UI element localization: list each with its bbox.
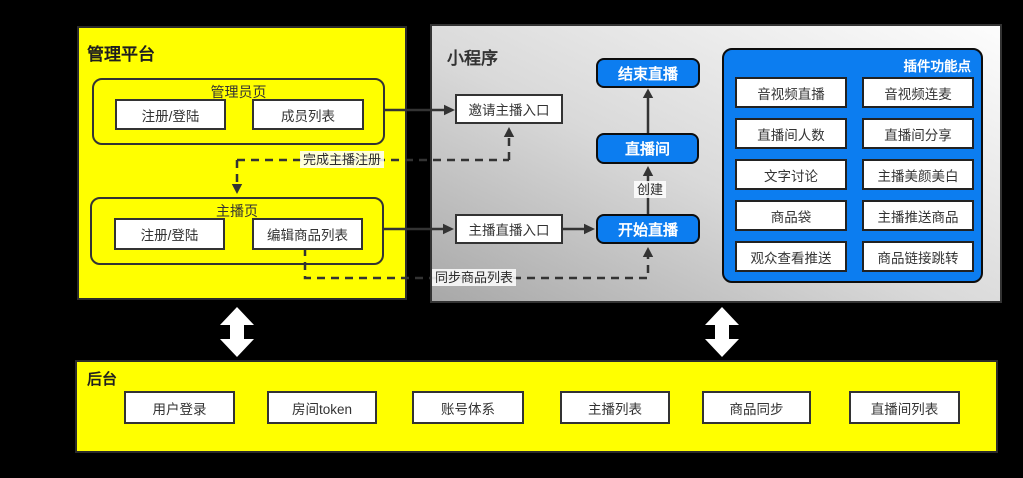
plugin-beauty-node: 主播美颜美白 — [862, 159, 974, 190]
plugin-room-share-node: 直播间分享 — [862, 118, 974, 149]
plugin-push-goods-node: 主播推送商品 — [862, 200, 974, 231]
plugin-goods-bag-node: 商品袋 — [735, 200, 847, 231]
account-system-node: 账号体系 — [412, 391, 524, 424]
edge-label-sync-products: 同步商品列表 — [432, 269, 517, 286]
end-live-node: 结束直播 — [596, 58, 700, 88]
user-login-node: 用户登录 — [124, 391, 235, 424]
edge-label-create: 创建 — [634, 181, 667, 198]
plugin-text-chat-node: 文字讨论 — [735, 159, 847, 190]
room-token-node: 房间token — [267, 391, 377, 424]
plugin-room-count-node: 直播间人数 — [735, 118, 847, 149]
plugin-features-title: 插件功能点 — [903, 59, 972, 74]
plugin-av-live-node: 音视频直播 — [735, 77, 847, 108]
admin-register-login-node: 注册/登陆 — [115, 99, 226, 130]
plugin-features-panel: 插件功能点 音视频直播 音视频连麦 直播间人数 直播间分享 文字讨论 主播美颜美… — [722, 48, 983, 283]
double-arrow-right — [705, 307, 739, 357]
invite-anchor-entry-node: 邀请主播入口 — [455, 94, 563, 124]
anchor-live-entry-node: 主播直播入口 — [455, 214, 563, 244]
edge-label-complete-registration: 完成主播注册 — [300, 151, 385, 168]
admin-page-group: 管理员页 注册/登陆 成员列表 — [92, 78, 385, 145]
live-room-list-node: 直播间列表 — [849, 391, 960, 424]
mini-program-title: 小程序 — [447, 49, 498, 68]
start-live-node: 开始直播 — [596, 214, 700, 244]
plugin-av-mic-node: 音视频连麦 — [862, 77, 974, 108]
anchor-register-login-node: 注册/登陆 — [114, 218, 225, 250]
admin-page-title: 管理员页 — [210, 84, 267, 100]
plugin-link-jump-node: 商品链接跳转 — [862, 241, 974, 272]
backend-panel: 后台 用户登录 房间token 账号体系 主播列表 商品同步 直播间列表 — [75, 360, 998, 453]
plugin-view-push-node: 观众查看推送 — [735, 241, 847, 272]
plugin-grid: 音视频直播 音视频连麦 直播间人数 直播间分享 文字讨论 主播美颜美白 商品袋 … — [735, 77, 974, 272]
backend-title: 后台 — [87, 371, 118, 388]
anchor-page-group: 主播页 注册/登陆 编辑商品列表 — [90, 197, 384, 265]
anchor-page-title: 主播页 — [216, 203, 258, 219]
member-list-node: 成员列表 — [252, 99, 364, 130]
management-platform-title: 管理平台 — [87, 45, 155, 64]
goods-sync-node: 商品同步 — [702, 391, 811, 424]
double-arrow-left — [220, 307, 254, 357]
live-room-node: 直播间 — [596, 133, 699, 164]
anchor-list-node: 主播列表 — [560, 391, 670, 424]
edit-product-list-node: 编辑商品列表 — [252, 218, 363, 250]
